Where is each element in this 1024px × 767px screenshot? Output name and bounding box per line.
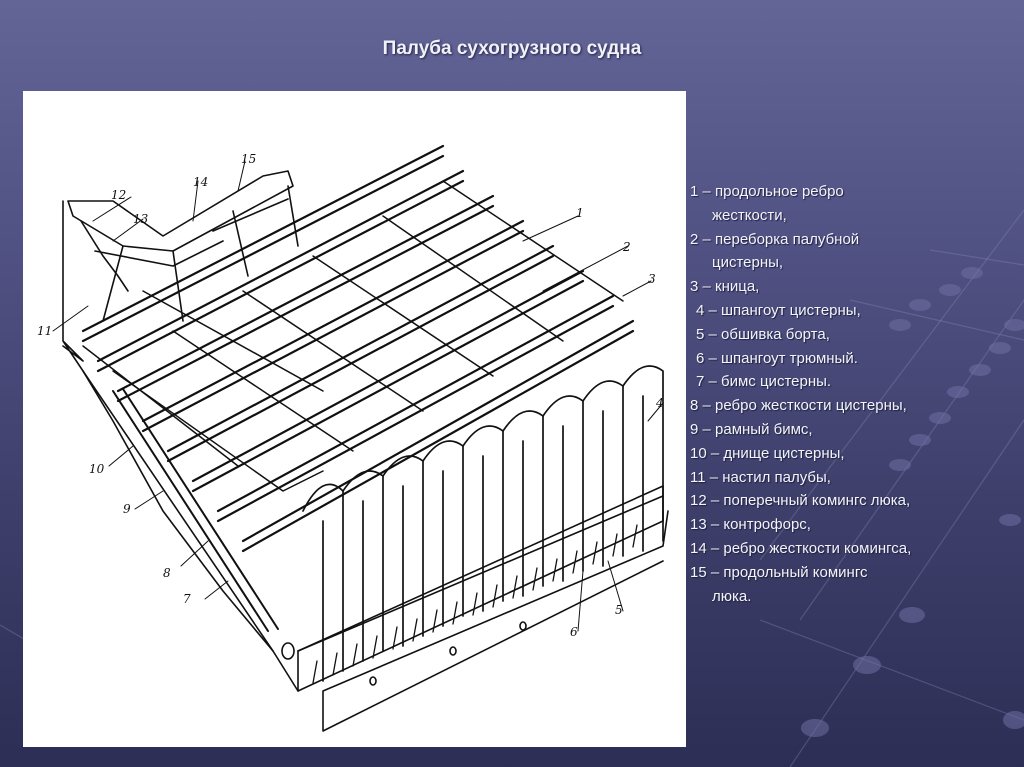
legend-item-14: 14 – ребро жесткости комингса, bbox=[690, 539, 912, 557]
callout-5: 5 bbox=[615, 603, 623, 617]
callout-2: 2 bbox=[622, 240, 631, 254]
legend-item-3: 3 – кница, bbox=[690, 278, 760, 296]
legend-item-1: 1 – продольное ребро жесткости, bbox=[690, 183, 844, 224]
slide-title: Палуба сухогрузного судна bbox=[382, 38, 642, 59]
legend-item-7: 7 – бимс цистерны. bbox=[696, 373, 832, 391]
legend-item-11: 11 – настил палубы, bbox=[690, 468, 831, 486]
legend-item-6: 6 – шпангоут трюмный. bbox=[696, 349, 858, 367]
callout-13: 13 bbox=[133, 212, 149, 226]
callout-14: 14 bbox=[193, 175, 208, 189]
legend-item-2: 2 – переборка палубной цистерны, bbox=[690, 230, 860, 272]
callout-4: 4 bbox=[655, 396, 664, 410]
legend-item-13: 13 – контрофорс, bbox=[690, 516, 811, 534]
callout-15: 15 bbox=[241, 152, 256, 166]
callout-9: 9 bbox=[123, 502, 131, 516]
deck-structure-drawing: 12 13 14 15 1 2 3 4 5 6 7 8 9 10 11 bbox=[23, 91, 686, 747]
legend-item-12: 12 – поперечный комингс люка, bbox=[690, 492, 911, 510]
parts-legend: 1 – продольное ребро жесткости, 2 – пере… bbox=[690, 180, 990, 608]
callout-8: 8 bbox=[163, 566, 171, 580]
callout-7: 7 bbox=[183, 592, 191, 606]
legend-item-10: 10 – днище цистерны, bbox=[690, 444, 845, 462]
callout-3: 3 bbox=[648, 272, 656, 286]
deck-diagram-lineart: 12 13 14 15 1 2 3 4 5 6 7 8 9 10 11 bbox=[37, 144, 669, 732]
legend-item-4: 4 – шпангоут цистерны, bbox=[696, 301, 861, 319]
legend-item-8: 8 – ребро жесткости цистерны, bbox=[690, 397, 907, 415]
callout-12: 12 bbox=[111, 188, 126, 202]
callout-1: 1 bbox=[576, 206, 584, 220]
callout-11: 11 bbox=[37, 324, 52, 338]
legend-item-5: 5 – обшивка борта, bbox=[696, 325, 830, 343]
legend-item-15: 15 – продольный комингс люка. bbox=[690, 563, 868, 605]
callout-6: 6 bbox=[570, 625, 578, 639]
callout-10: 10 bbox=[89, 462, 105, 476]
legend-item-9: 9 – рамный бимс, bbox=[690, 420, 813, 438]
